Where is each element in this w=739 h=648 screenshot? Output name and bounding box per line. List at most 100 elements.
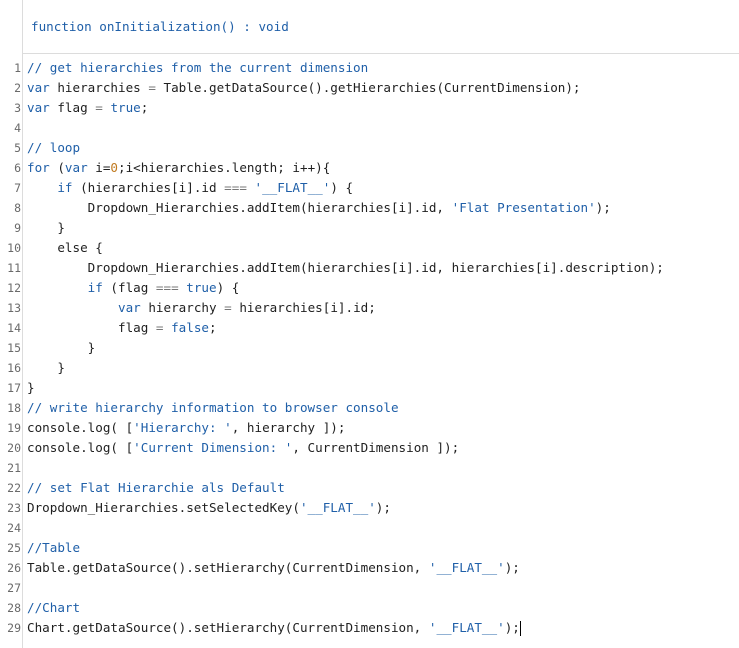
code-line[interactable]: 14 flag = false; [0, 318, 739, 338]
line-number: 14 [7, 321, 21, 335]
code-token: '__FLAT__' [254, 180, 331, 195]
line-code: Table.getDataSource().setHierarchy(Curre… [27, 558, 520, 578]
line-code: for (var i=0;i<hierarchies.length; i++){ [27, 158, 330, 178]
code-line[interactable]: 8 Dropdown_Hierarchies.addItem(hierarchi… [0, 198, 739, 218]
code-line[interactable]: 6 for (var i=0;i<hierarchies.length; i++)… [0, 158, 739, 178]
code-token: === [224, 180, 247, 195]
code-line[interactable]: 22// set Flat Hierarchie als Default [0, 478, 739, 498]
line-number: 19 [7, 421, 21, 435]
line-number: 6 [14, 161, 21, 175]
line-number: 9 [14, 221, 21, 235]
line-number: 8 [14, 201, 21, 215]
code-line[interactable]: 25 //Table [0, 538, 739, 558]
code-line[interactable]: 11 Dropdown_Hierarchies.addItem(hierarch… [0, 258, 739, 278]
function-signature: function onInitialization() : void [22, 0, 739, 54]
code-token: (hierarchies[i].id [72, 180, 225, 195]
code-token: '__FLAT__' [299, 500, 376, 515]
code-area[interactable]: 1 // get hierarchies from the current dim… [0, 58, 739, 638]
line-code: // loop [27, 138, 80, 158]
code-token: // write hierarchy information to browse… [27, 400, 399, 415]
code-line[interactable]: 7 if (hierarchies[i].id === '__FLAT__') … [0, 178, 739, 198]
code-line[interactable]: 16 } [0, 358, 739, 378]
code-token: hierarchies[i].id; [231, 300, 376, 315]
line-code: console.log( ['Current Dimension: ', Cur… [27, 438, 459, 458]
code-token: } [27, 340, 96, 355]
code-line[interactable]: 9 } [0, 218, 739, 238]
line-number: 2 [14, 81, 21, 95]
code-token: , hierarchy ]); [231, 420, 346, 435]
code-token: ); [375, 500, 391, 515]
code-token: console.log( [ [27, 420, 134, 435]
code-token: 'Current Dimension: ' [133, 440, 293, 455]
line-number: 3 [14, 101, 21, 115]
line-code: // write hierarchy information to browse… [27, 398, 399, 418]
code-token: Dropdown_Hierarchies.addItem(hierarchies… [27, 200, 452, 215]
code-token: flag [27, 320, 156, 335]
code-line[interactable]: 13 var hierarchy = hierarchies[i].id; [0, 298, 739, 318]
code-token: '__FLAT__' [428, 620, 505, 635]
code-line[interactable]: 20 console.log( ['Current Dimension: ', C… [0, 438, 739, 458]
code-line[interactable]: 23 Dropdown_Hierarchies.setSelectedKey('_… [0, 498, 739, 518]
code-token: // get hierarchies from the current dime… [27, 60, 369, 75]
line-number: 5 [14, 141, 21, 155]
line-number: 16 [7, 361, 21, 375]
line-number: 12 [7, 281, 21, 295]
code-token: = [95, 100, 103, 115]
line-number: 15 [7, 341, 21, 355]
line-code: //Table [27, 538, 80, 558]
code-line[interactable]: 1 // get hierarchies from the current dim… [0, 58, 739, 78]
line-number: 24 [7, 521, 21, 535]
code-line[interactable]: 2 var hierarchies = Table.getDataSource()… [0, 78, 739, 98]
code-token: true [110, 100, 141, 115]
code-token: (flag [102, 280, 156, 295]
code-token: ) { [330, 180, 354, 195]
text-cursor [519, 621, 521, 636]
code-line[interactable]: 4 [0, 118, 739, 138]
code-token: === [155, 280, 179, 295]
line-code: var hierarchies = Table.getDataSource().… [27, 78, 581, 98]
code-line[interactable]: 26 Table.getDataSource().setHierarchy(Cur… [0, 558, 739, 578]
line-code: } [27, 218, 65, 238]
code-line[interactable]: 18// write hierarchy information to brow… [0, 398, 739, 418]
code-line[interactable]: 10 else { [0, 238, 739, 258]
code-token: , CurrentDimension ]); [292, 440, 460, 455]
line-code: Dropdown_Hierarchies.setSelectedKey('__F… [27, 498, 391, 518]
line-number: 26 [7, 561, 21, 575]
line-code: flag = false; [27, 318, 217, 338]
code-line[interactable]: 27 [0, 578, 739, 598]
line-number: 1 [14, 61, 21, 75]
line-number: 20 [7, 441, 21, 455]
code-token: if [57, 180, 73, 195]
line-number: 21 [7, 461, 21, 475]
code-token [27, 180, 57, 195]
line-number: 13 [7, 301, 21, 315]
code-line[interactable]: 5 // loop [0, 138, 739, 158]
code-line[interactable]: 12 if (flag === true) { [0, 278, 739, 298]
code-line[interactable]: 21 [0, 458, 739, 478]
code-token: } [27, 220, 65, 235]
code-token: ; [209, 320, 217, 335]
code-line[interactable]: 28//Chart [0, 598, 739, 618]
code-token: false [171, 320, 210, 335]
line-number: 23 [7, 501, 21, 515]
line-code: else { [27, 238, 103, 258]
line-code: Chart.getDataSource().setHierarchy(Curre… [27, 618, 521, 638]
code-line[interactable]: 24 [0, 518, 739, 538]
code-line[interactable]: 17} [0, 378, 739, 398]
line-code: var hierarchy = hierarchies[i].id; [27, 298, 376, 318]
code-line[interactable]: 15 } [0, 338, 739, 358]
line-code: console.log( ['Hierarchy: ', hierarchy ]… [27, 418, 345, 438]
line-number: 25 [7, 541, 21, 555]
line-number: 10 [7, 241, 21, 255]
code-token: Table.getDataSource().setHierarchy(Curre… [27, 560, 429, 575]
line-code: if (flag === true) { [27, 278, 240, 298]
line-number: 27 [7, 581, 21, 595]
code-line[interactable]: 19 console.log( ['Hierarchy: ', hierarchy… [0, 418, 739, 438]
code-token: // loop [27, 140, 81, 155]
line-code: Dropdown_Hierarchies.addItem(hierarchies… [27, 198, 611, 218]
code-token: var [64, 160, 88, 175]
code-token: ( [49, 160, 65, 175]
